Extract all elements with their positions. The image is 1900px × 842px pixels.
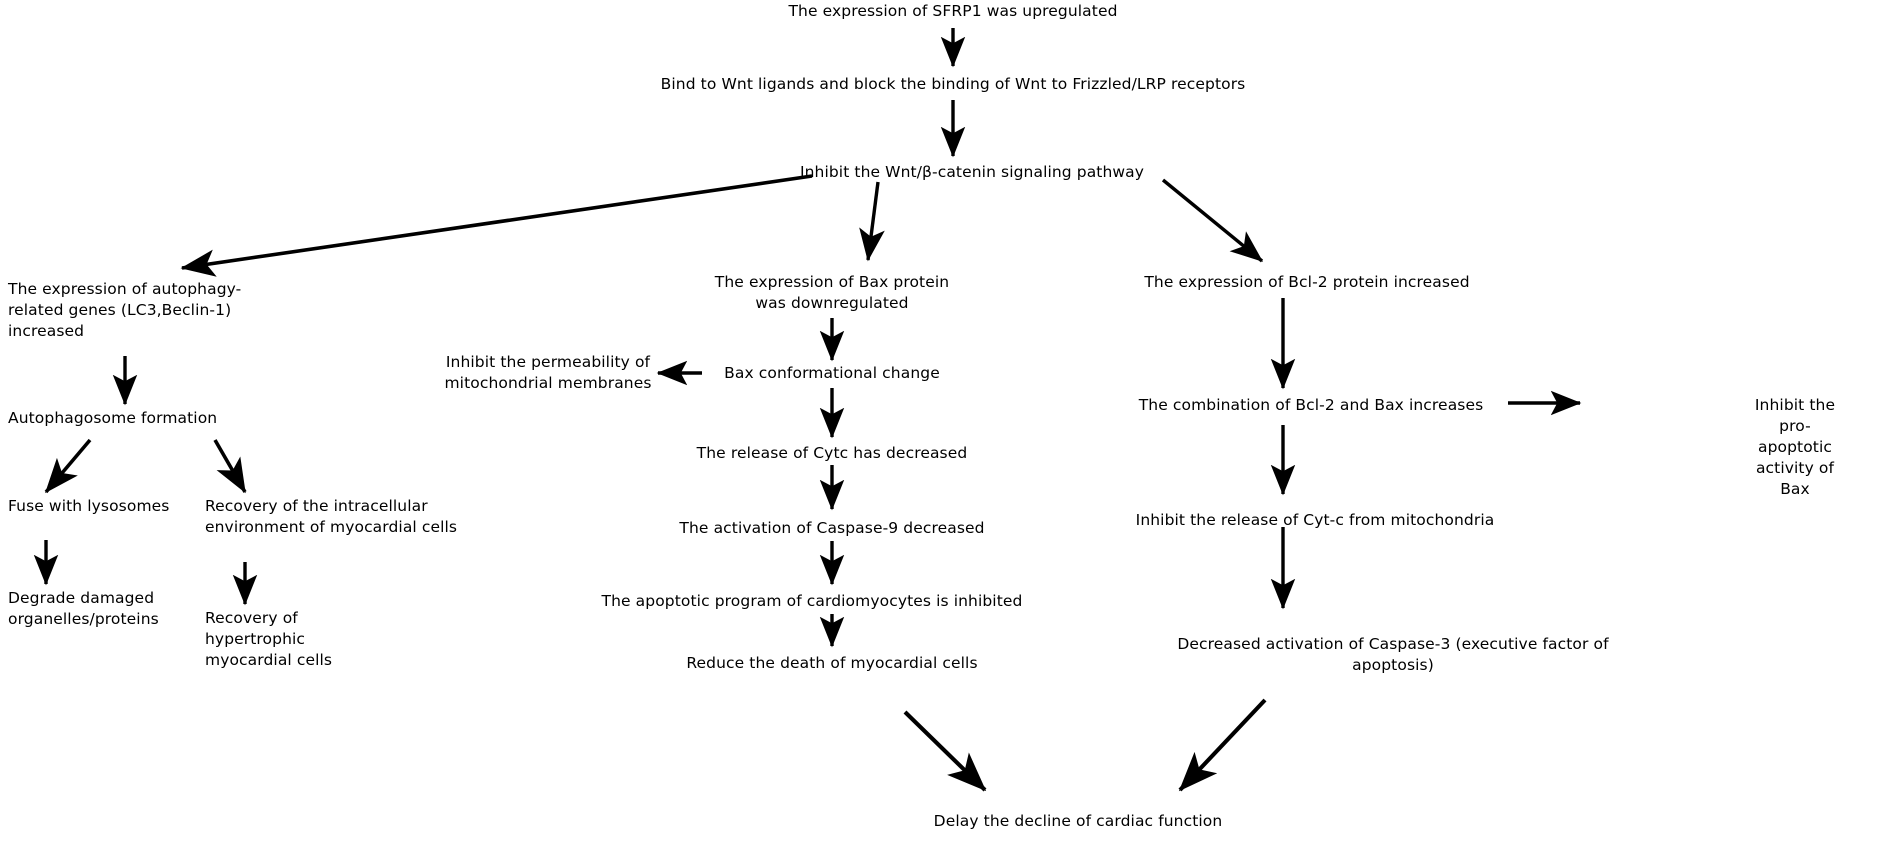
- node-bcl2-bax-combination: The combination of Bcl-2 and Bax increas…: [1138, 396, 1484, 414]
- node-inhibit-wnt-pathway: Inhibit the Wnt/β-catenin signaling path…: [799, 163, 1145, 181]
- node-caspase9-decreased: The activation of Caspase-9 decreased: [679, 519, 985, 537]
- edge-inhibitwnt-to-bax: [859, 181, 885, 262]
- node-recovery-intracellular: Recovery of the intracellular environmen…: [205, 497, 458, 536]
- edge-autophagosome-to-recovery: [213, 439, 247, 494]
- node-bax-conformational: Bax conformational change: [724, 364, 940, 382]
- node-apoptotic-program-inhibited: The apoptotic program of cardiomyocytes …: [601, 592, 1023, 610]
- node-inhibit-cytc-release: Inhibit the release of Cyt-c from mitoch…: [1135, 511, 1495, 529]
- edge-inhibitwnt-to-bcl2: [1161, 178, 1264, 263]
- edge-caspase3-to-delay: [1178, 698, 1267, 792]
- node-cytc-release-decreased: The release of Cytc has decreased: [696, 444, 968, 462]
- node-recovery-hypertrophic: Recovery of hypertrophic myocardial cell…: [205, 609, 333, 669]
- node-autophagosome-formation: Autophagosome formation: [8, 409, 218, 427]
- node-caspase3-decreased: Decreased activation of Caspase-3 (execu…: [1177, 635, 1609, 674]
- node-inhibit-permeability: Inhibit the permeability of mitochondria…: [444, 353, 652, 392]
- node-delay-cardiac-decline: Delay the decline of cardiac function: [933, 812, 1223, 830]
- node-degrade-damaged: Degrade damaged organelles/proteins: [8, 589, 159, 628]
- node-fuse-with-lysosomes: Fuse with lysosomes: [8, 497, 170, 515]
- node-bind-wnt-ligands: Bind to Wnt ligands and block the bindin…: [660, 75, 1246, 93]
- node-bax-downregulated: The expression of Bax protein was downre…: [714, 273, 950, 312]
- node-autophagy-genes: The expression of autophagy- related gen…: [8, 280, 242, 340]
- edge-reducedeath-to-delay: [903, 710, 987, 792]
- node-sfrp1-upregulated: The expression of SFRP1 was upregulated: [788, 2, 1118, 20]
- node-bcl2-increased: The expression of Bcl-2 protein increase…: [1144, 273, 1470, 291]
- node-inhibit-pro-apoptotic: Inhibit the pro-apoptotic activity of Ba…: [1754, 396, 1836, 498]
- node-reduce-death-myocardial: Reduce the death of myocardial cells: [686, 654, 978, 672]
- edge-inhibitwnt-to-autophagy: [180, 174, 813, 277]
- edge-autophagosome-to-fuse: [44, 438, 92, 494]
